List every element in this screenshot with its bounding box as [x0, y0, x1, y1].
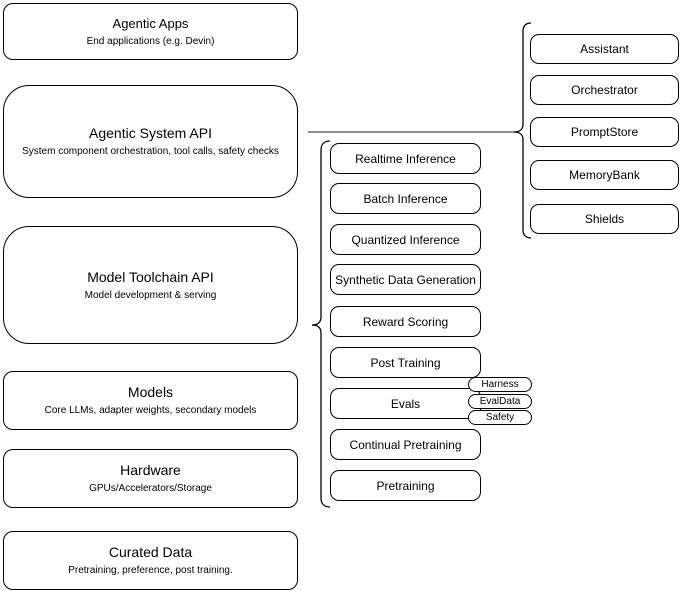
- system-components-brace: [513, 22, 532, 239]
- node-realtime-inference: Realtime Inference: [330, 143, 481, 174]
- node-label: Reward Scoring: [362, 314, 449, 329]
- node-title: Models: [127, 384, 174, 400]
- node-post-training: Post Training: [330, 347, 481, 378]
- node-continual-pretraining: Continual Pretraining: [330, 429, 481, 460]
- node-subtitle: GPUs/Accelerators/Storage: [89, 483, 212, 494]
- node-subtitle: System component orchestration, tool cal…: [22, 146, 279, 157]
- node-hardware: Hardware GPUs/Accelerators/Storage: [3, 449, 298, 508]
- pill-evaldata: EvalData: [468, 394, 532, 409]
- node-label: MemoryBank: [569, 168, 640, 182]
- node-orchestrator: Orchestrator: [530, 75, 679, 105]
- node-agentic-system-api: Agentic System API System component orch…: [3, 85, 298, 198]
- node-label: Assistant: [580, 42, 629, 56]
- node-evals: Evals: [330, 388, 481, 419]
- node-title: Curated Data: [108, 544, 193, 560]
- pill-label: EvalData: [479, 396, 521, 407]
- pill-label: Harness: [481, 379, 519, 390]
- node-agentic-apps: Agentic Apps End applications (e.g. Devi…: [3, 3, 298, 60]
- node-title: Model Toolchain API: [87, 268, 214, 285]
- node-shields: Shields: [530, 204, 679, 234]
- node-label: Pretraining: [376, 478, 435, 493]
- node-assistant: Assistant: [530, 34, 679, 64]
- node-synthetic-data-generation: Synthetic Data Generation: [330, 264, 481, 295]
- node-model-toolchain-api: Model Toolchain API Model development & …: [3, 226, 298, 344]
- node-reward-scoring: Reward Scoring: [330, 306, 481, 337]
- node-pretraining: Pretraining: [330, 470, 481, 501]
- pill-harness: Harness: [468, 377, 532, 392]
- node-label: Quantized Inference: [351, 232, 460, 247]
- node-label: Realtime Inference: [355, 151, 456, 166]
- node-label: Shields: [584, 212, 625, 226]
- node-memorybank: MemoryBank: [530, 160, 679, 190]
- node-label: Continual Pretraining: [349, 437, 462, 452]
- node-title: Agentic System API: [89, 125, 212, 141]
- node-subtitle: Core LLMs, adapter weights, secondary mo…: [44, 405, 257, 416]
- node-promptstore: PromptStore: [530, 117, 679, 147]
- node-label: PromptStore: [570, 125, 639, 139]
- node-quantized-inference: Quantized Inference: [330, 224, 481, 255]
- node-label: Evals: [390, 396, 421, 411]
- pill-safety: Safety: [468, 410, 532, 425]
- toolchain-brace: [311, 140, 331, 508]
- node-subtitle: Model development & serving: [84, 289, 217, 301]
- node-label: Synthetic Data Generation: [335, 272, 476, 287]
- pill-label: Safety: [485, 412, 515, 423]
- node-title: Agentic Apps: [112, 15, 189, 31]
- node-title: Hardware: [120, 462, 181, 478]
- node-curated-data: Curated Data Pretraining, preference, po…: [3, 531, 298, 590]
- node-subtitle: End applications (e.g. Devin): [86, 35, 215, 47]
- node-models: Models Core LLMs, adapter weights, secon…: [3, 371, 298, 430]
- node-subtitle: Pretraining, preference, post training.: [68, 565, 233, 576]
- node-label: Batch Inference: [363, 191, 448, 206]
- node-label: Orchestrator: [571, 83, 638, 97]
- node-label: Post Training: [370, 355, 441, 370]
- node-batch-inference: Batch Inference: [330, 183, 481, 214]
